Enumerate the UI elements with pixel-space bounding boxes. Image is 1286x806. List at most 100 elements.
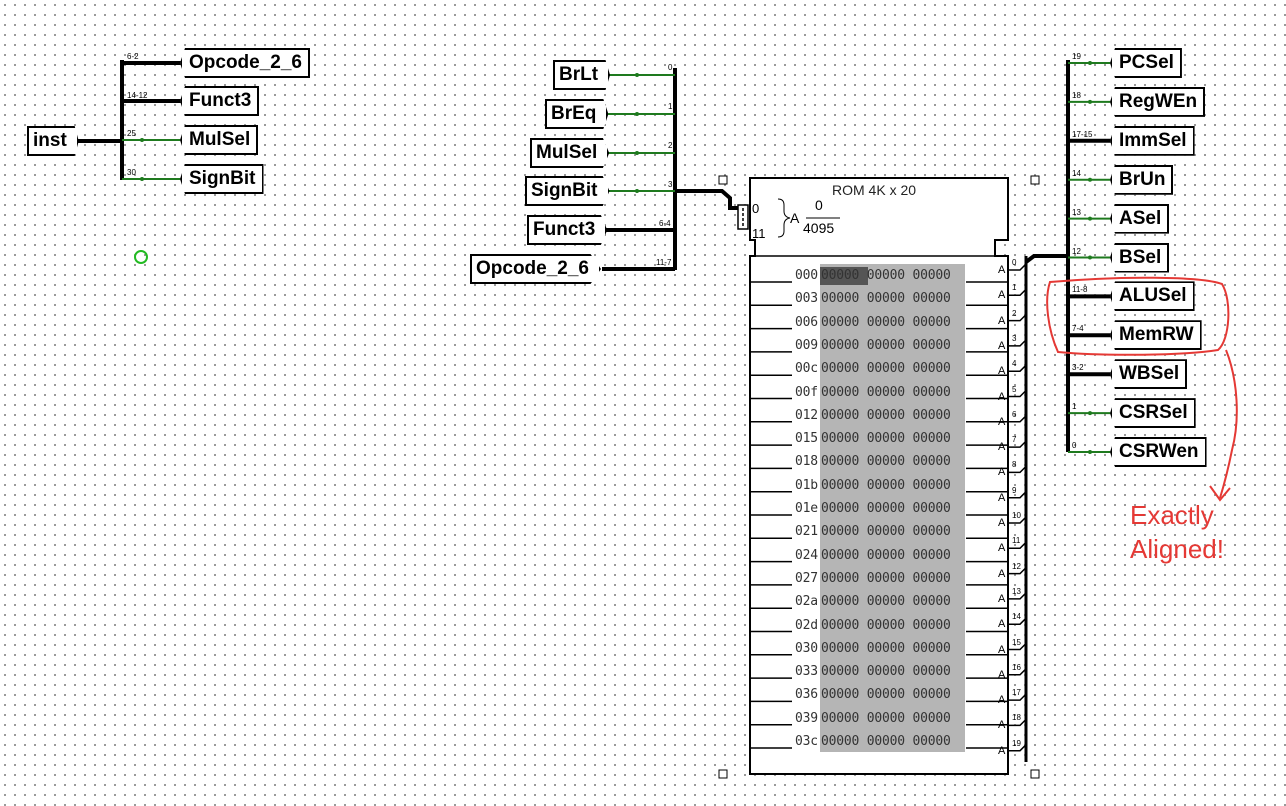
pin-breq[interactable]: BrEq xyxy=(545,99,609,129)
pin-opcode-2-6[interactable]: Opcode_2_6 xyxy=(180,48,310,78)
annotation-text-line1: Exactly xyxy=(1130,500,1214,530)
rom-row-address: 006 xyxy=(795,314,818,330)
selection-handle[interactable] xyxy=(1030,175,1040,185)
rom-row-data[interactable]: 00000 00000 00000 xyxy=(821,664,951,680)
rom-row-data[interactable]: 00000 00000 00000 xyxy=(821,617,951,633)
pin-bsel[interactable]: BSel xyxy=(1110,242,1170,273)
pin-signbit[interactable]: SignBit xyxy=(180,164,264,194)
unconnected-node[interactable] xyxy=(134,250,148,264)
rom-row-data[interactable]: 00000 00000 00000 xyxy=(821,524,951,540)
middle-splitter[interactable] xyxy=(602,68,738,271)
pin-asel[interactable]: ASel xyxy=(1110,203,1170,234)
rom-port-wire xyxy=(1008,491,1027,499)
pin-label: BrEq xyxy=(551,103,597,124)
rom-row-data[interactable]: 00000 00000 00000 xyxy=(821,384,951,400)
rom-row-data[interactable]: 00000 00000 00000 xyxy=(821,268,951,283)
wire-dot xyxy=(1088,99,1092,104)
rom-row-data[interactable]: 00000 00000 00000 xyxy=(821,314,951,330)
selection-handle[interactable] xyxy=(718,769,728,779)
rom-row-address: 024 xyxy=(795,547,818,563)
right-splitter[interactable] xyxy=(1066,60,1112,454)
rom-port-wire xyxy=(1008,389,1027,398)
rom-row-data[interactable]: 00000 00000 00000 xyxy=(821,594,951,610)
rom-row-data[interactable]: 00000 00000 00000 xyxy=(821,687,951,703)
selection-handle[interactable] xyxy=(718,175,728,185)
address-brace xyxy=(777,198,791,238)
rom-port-number: 3 xyxy=(1012,333,1017,343)
rom-row-data[interactable]: 00000 00000 00000 xyxy=(821,734,951,749)
pin-label: BrLt xyxy=(559,64,599,85)
pin-funct3-in[interactable]: Funct3 xyxy=(527,215,608,245)
rom-row-data[interactable]: 00000 00000 00000 xyxy=(821,640,951,656)
bit-label: 1 xyxy=(668,102,673,111)
rom-row-data[interactable]: 00000 00000 00000 xyxy=(821,547,951,563)
rom-to-splitter-wire xyxy=(1024,254,1068,264)
rom-port-wire xyxy=(1008,744,1027,752)
rom-row-data[interactable]: 00000 00000 00000 xyxy=(821,361,951,377)
annotation-text-line2: Aligned! xyxy=(1130,534,1224,564)
bit-label: 6-2 xyxy=(127,52,139,61)
rom-row-data[interactable]: 00000 00000 00000 xyxy=(821,337,951,353)
rom-port-number: 11 xyxy=(1012,536,1021,546)
rom-port-letter: A xyxy=(998,289,1006,302)
pin-label: Opcode_2_6 xyxy=(476,258,589,279)
rom-row-address: 01b xyxy=(795,477,818,493)
rom-selected-cell[interactable] xyxy=(820,267,868,285)
rom-component[interactable] xyxy=(737,177,1027,775)
rom-row-data[interactable]: 00000 00000 00000 xyxy=(821,431,951,447)
pin-label: ALUSel xyxy=(1119,285,1187,307)
pin-csrwen[interactable]: CSRWen xyxy=(1110,437,1207,467)
address-port[interactable] xyxy=(737,204,749,230)
rom-data-highlight xyxy=(820,264,965,752)
pin-mulsel-in[interactable]: MulSel xyxy=(530,138,610,168)
rom-port-letter: A xyxy=(998,567,1006,580)
pin-label: Funct3 xyxy=(533,219,596,240)
rom-port-number: 10 xyxy=(1012,511,1021,520)
rom-row-data[interactable]: 00000 00000 00000 xyxy=(821,407,951,423)
rom-row-data[interactable]: 00000 00000 00000 xyxy=(821,477,951,493)
rom-row-address: 021 xyxy=(795,524,818,540)
rom-addr-min: 0 xyxy=(815,197,823,213)
rom-row-data[interactable]: 00000 00000 00000 xyxy=(821,710,951,726)
pin-memrw[interactable]: MemRW xyxy=(1110,320,1202,351)
pin-funct3[interactable]: Funct3 xyxy=(180,86,260,116)
pin-csrsel[interactable]: CSRSel xyxy=(1110,398,1196,429)
rom-port-letter: A xyxy=(998,542,1006,555)
pin-wbsel[interactable]: WBSel xyxy=(1110,359,1188,390)
rom-port-number: 0 xyxy=(1012,258,1017,267)
bit-label: 14-12 xyxy=(127,91,148,100)
rom-row-data[interactable]: 00000 00000 00000 xyxy=(821,570,951,586)
pin-immsel[interactable]: ImmSel xyxy=(1110,125,1195,156)
pin-mulsel[interactable]: MulSel xyxy=(180,125,259,155)
pin-signbit-in[interactable]: SignBit xyxy=(525,176,610,206)
pin-label: RegWEn xyxy=(1119,90,1198,112)
selection-handle[interactable] xyxy=(1030,769,1040,779)
pin-label: CSRWen xyxy=(1119,441,1199,462)
rom-port-number: 17 xyxy=(1012,688,1021,698)
rom-row-data[interactable]: 00000 00000 00000 xyxy=(821,501,951,516)
pin-brun[interactable]: BrUn xyxy=(1110,164,1174,195)
rom-addr-bit-high: 11 xyxy=(752,226,766,241)
pin-opcode-in[interactable]: Opcode_2_6 xyxy=(470,254,601,284)
pin-regwen[interactable]: RegWEn xyxy=(1110,86,1206,117)
pin-inst[interactable]: inst xyxy=(27,126,79,156)
pin-brlt[interactable]: BrLt xyxy=(553,60,611,90)
rom-addr-label: A xyxy=(790,210,800,226)
rom-row-address: 012 xyxy=(795,407,818,423)
rom-row-lines xyxy=(750,281,1008,749)
rom-row-data[interactable]: 00000 00000 00000 xyxy=(821,291,951,307)
pin-pcsel[interactable]: PCSel xyxy=(1110,48,1182,78)
rom-port-wire xyxy=(1008,465,1027,474)
rom-port-number: 2 xyxy=(1012,308,1017,318)
rom-row-data[interactable]: 00000 00000 00000 xyxy=(821,454,951,470)
rom-port-number: 16 xyxy=(1012,662,1021,672)
pin-inst-label: inst xyxy=(33,130,67,151)
bit-label: 14 xyxy=(1072,168,1081,178)
rom-port-letter: A xyxy=(998,744,1006,757)
rom-row-address: 00c xyxy=(795,361,818,377)
pin-alusel[interactable]: ALUSel xyxy=(1110,281,1195,312)
rom-port-number: 1 xyxy=(1012,283,1017,293)
left-splitter[interactable] xyxy=(78,60,182,181)
rom-addr-max: 4095 xyxy=(803,220,835,236)
